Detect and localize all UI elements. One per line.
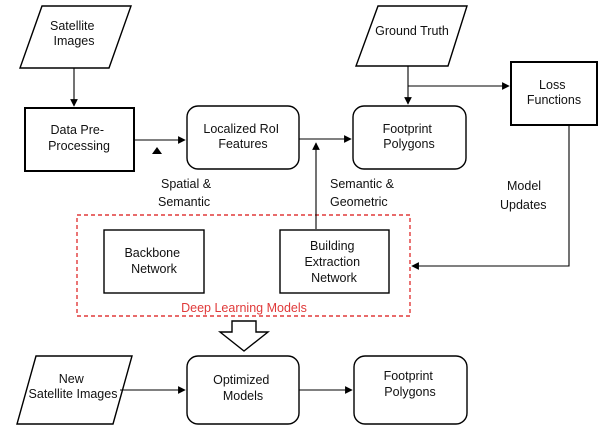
new-satellite-images-input: New Satellite Images <box>16 355 133 425</box>
localized-roi-line-2: Features <box>218 137 267 151</box>
deep-learning-models-label: Deep Learning Models <box>181 301 307 315</box>
svg-text:Satellite Images: Satellite Images <box>50 19 98 48</box>
svg-text:Spatial & Semantic: Spatial & Semantic <box>158 177 215 209</box>
backbone-line-1: Backbone <box>124 246 180 260</box>
loss-functions-box: Loss Functions <box>510 61 598 126</box>
down-outline-arrow <box>217 320 271 352</box>
optimized-models-line-2: Models <box>223 389 263 403</box>
footprint-bottom-line-2: Polygons <box>384 385 435 399</box>
footprint-top-line-1: Footprint <box>383 122 433 136</box>
ground-truth-label: Ground Truth <box>375 24 449 38</box>
data-preprocessing-line-2: Processing <box>48 139 110 153</box>
localized-roi-box: Localized RoI Features <box>186 105 300 170</box>
loss-functions-line-1: Loss <box>539 78 565 92</box>
footprint-bottom-line-1: Footprint <box>384 369 434 383</box>
deep-learning-models-group: Deep Learning Models <box>76 214 411 317</box>
new-satellite-images-line-1: New <box>59 372 85 386</box>
svg-text:Optimized Models: Optimized Models <box>213 373 273 403</box>
loss-to-building-extraction-arrow <box>411 125 570 270</box>
svg-text:Backbone Network: Backbone Network <box>124 246 183 276</box>
building-extraction-line-1: Building <box>310 239 355 253</box>
building-extraction-line-2: Extraction <box>304 255 360 269</box>
svg-text:Building Extraction: Building Extraction Network <box>304 239 363 285</box>
data-preprocessing-line-1: Data Pre- <box>51 123 105 137</box>
optimized-models-box: Optimized Models <box>186 355 300 425</box>
new-satellite-images-line-2: Satellite Images <box>29 387 118 401</box>
loss-functions-line-2: Functions <box>527 93 581 107</box>
svg-text:Footprint Polygons: Footprint Polygons <box>383 122 436 151</box>
small-upward-marker <box>152 147 162 154</box>
satellite-images-line-2: Images <box>54 34 95 48</box>
optimized-models-line-1: Optimized <box>213 373 269 387</box>
backbone-line-2: Network <box>131 262 178 276</box>
building-extraction-line-3: Network <box>311 271 358 285</box>
footprint-polygons-bottom-box: Footprint Polygons <box>353 355 468 425</box>
svg-text:Localized RoI Features: Localized RoI Features <box>203 122 282 151</box>
backbone-network-box: Backbone Network <box>103 229 205 294</box>
satellite-images-input: Satellite Images <box>19 5 132 69</box>
svg-text:Semantic & Geometric: Semantic & Geometric <box>330 177 397 209</box>
spatial-label-line-1: Spatial & <box>161 177 212 191</box>
svg-text:New Satellite Images: New Satellite Images <box>29 372 118 401</box>
svg-text:Model Updates: Model Updates <box>500 179 547 212</box>
spatial-label-line-2: Semantic <box>158 195 210 209</box>
ground-truth-input: Ground Truth <box>354 5 468 67</box>
footprint-top-line-2: Polygons <box>383 137 434 151</box>
localized-roi-line-1: Localized RoI <box>203 122 279 136</box>
building-extraction-network-box: Building Extraction Network <box>279 229 390 294</box>
svg-text:Loss Functions: Loss Functions <box>527 78 581 107</box>
svg-text:Data Pre- Processing: Data Pre- Processing <box>48 123 110 153</box>
semantic-label-line-1: Semantic & <box>330 177 395 191</box>
semantic-label-line-2: Geometric <box>330 195 388 209</box>
satellite-images-line-1: Satellite <box>50 19 95 33</box>
svg-text:Footprint Polygons: Footprint Polygons <box>384 369 437 399</box>
model-updates-line-1: Model <box>507 179 541 193</box>
footprint-polygons-top-box: Footprint Polygons <box>352 105 467 170</box>
data-preprocessing-box: Data Pre- Processing <box>24 107 135 172</box>
model-updates-line-2: Updates <box>500 198 547 212</box>
